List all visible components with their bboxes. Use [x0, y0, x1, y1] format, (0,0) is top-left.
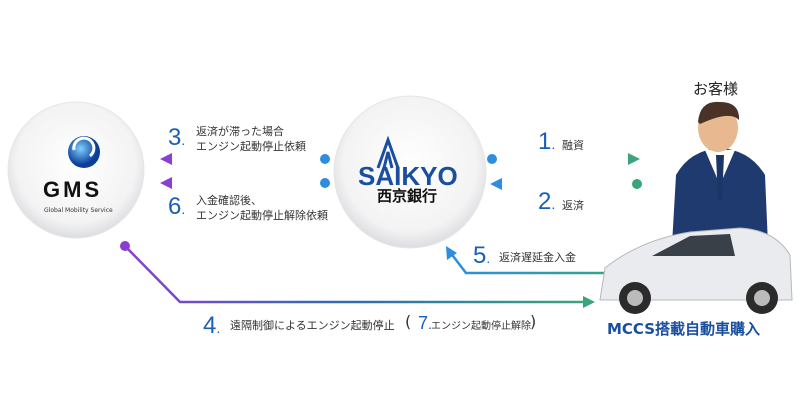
step-number-dot: . [181, 201, 186, 217]
step-4-number: 4. [203, 312, 221, 339]
arrow-4 [120, 241, 595, 308]
step-7-number: 7. [418, 313, 432, 333]
car-icon [599, 227, 793, 314]
step-6-number: 6. [168, 193, 186, 220]
step-number-dot: . [181, 132, 186, 148]
step-6-line1: 入金確認後、 [196, 194, 262, 207]
gms-circle [7, 101, 145, 239]
step-1-number: 1. [538, 128, 556, 155]
gms-globe-icon [68, 136, 100, 168]
step-5-number: 5. [473, 242, 491, 269]
paren-open: ( [405, 312, 412, 331]
gms-logo-text: GMS [43, 177, 103, 202]
arrow-6 [160, 177, 330, 189]
saikyo-name: 西京銀行 [377, 187, 438, 205]
arrow-1 [487, 153, 640, 165]
step-4-text: 遠隔制御によるエンジン起動停止 [230, 319, 395, 332]
step-3-number: 3. [168, 124, 186, 151]
step-number-dot: . [486, 250, 491, 266]
step-3-line1: 返済が滞った場合 [196, 125, 284, 138]
arrow-3 [160, 153, 330, 165]
saikyo-logo-text: SAIKYO [358, 161, 458, 191]
step-3-line2: エンジン起動停止依頼 [196, 140, 306, 153]
step-5-text: 返済遅延金入金 [499, 251, 576, 264]
step-7-text: エンジン起動停止解除 [431, 321, 531, 332]
step-6-line2: エンジン起動停止解除依頼 [196, 209, 328, 222]
customer-person-icon [672, 101, 768, 245]
step-2-number: 2. [538, 188, 556, 215]
step-2-text: 返済 [562, 199, 584, 212]
step-number-dot: . [216, 320, 221, 336]
step-number-dot: . [551, 196, 556, 212]
step-number-dot: . [428, 316, 432, 332]
step-1-text: 融資 [562, 139, 584, 152]
step-number-dot: . [551, 136, 556, 152]
saikyo-circle [333, 95, 487, 249]
gms-tagline: Global Mobility Service [44, 207, 113, 214]
purchase-label: MCCS搭載自動車購入 [607, 320, 761, 338]
arrow-2 [490, 178, 642, 190]
customer-label: お客様 [693, 80, 739, 98]
saikyo-mountain-icon [376, 135, 400, 169]
paren-close: ) [530, 312, 537, 331]
